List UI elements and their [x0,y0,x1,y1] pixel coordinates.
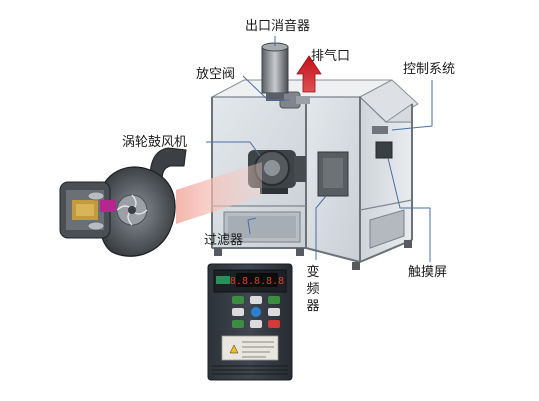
warning-label [221,335,279,361]
inverter-keypad [232,296,280,328]
muffler [261,42,289,101]
label-outlet-muffler: 出口消音器 [245,19,311,34]
enclosure [211,79,419,270]
label-exhaust-port: 排气口 [311,49,351,64]
label-turbo-blower: 涡轮鼓风机 [122,135,188,150]
leader-lines [206,36,433,262]
exhaust-arrow [296,55,322,93]
inverter-device: 8.8.8.8.8 [207,263,293,381]
control-box [372,126,388,134]
internal-blower [248,150,306,194]
highlight-beam [176,162,262,224]
label-touchscreen: 触摸屏 [408,265,448,280]
label-control-system: 控制系统 [403,62,456,77]
label-vent-valve: 放空阀 [196,67,236,82]
label-inverter: 变频器 [306,265,320,314]
exploded-turbo-blower [59,147,187,257]
touchscreen-panel [375,141,393,159]
label-filter: 过滤器 [204,233,244,248]
internal-inverter [317,151,349,197]
inverter-display-readout: 8.8.8.8.8 [230,276,284,287]
